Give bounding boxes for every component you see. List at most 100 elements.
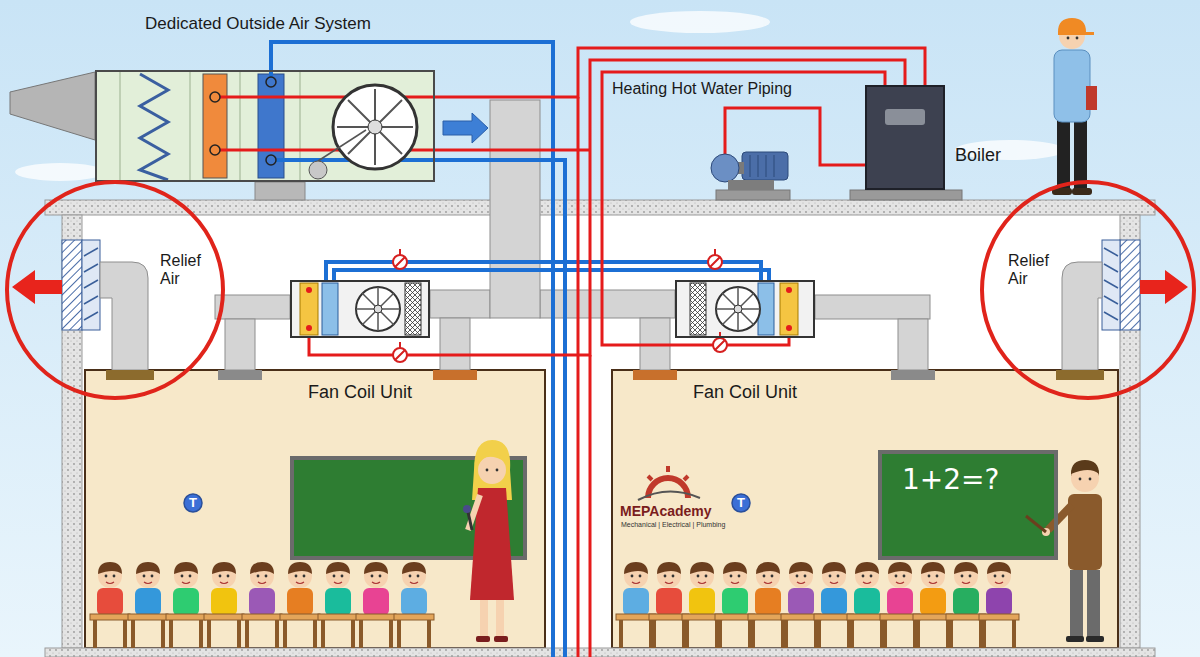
- fan-coil-body: [300, 283, 318, 335]
- pump: [711, 152, 790, 200]
- ductwork: [898, 319, 928, 370]
- student-row: [394, 562, 434, 648]
- doas-unit: Dedicated Outside Air System: [95, 70, 435, 182]
- student-row: [913, 562, 953, 648]
- worker-figure: [1086, 86, 1097, 110]
- ductwork: [215, 295, 290, 319]
- building: [612, 370, 1118, 648]
- teacher-figure: [1026, 460, 1104, 642]
- ductwork: [815, 295, 930, 319]
- student-row: [979, 562, 1019, 648]
- system-title: Dedicated Outside Air System: [145, 14, 371, 34]
- pump: [728, 180, 774, 190]
- fan-coil-body: [786, 287, 792, 293]
- logo-mark: [638, 491, 700, 500]
- boiler: Boiler: [865, 85, 945, 190]
- doas-unit-body: [255, 182, 305, 200]
- teacher-figure: [1087, 570, 1100, 638]
- fan-coil-unit: Fan Coil Unit: [290, 280, 430, 338]
- thermostat-letter: T: [182, 492, 204, 514]
- worker-figure: [1076, 37, 1079, 40]
- control-valve: [395, 249, 405, 267]
- teacher-figure: [476, 636, 490, 642]
- chalkboard-surface: [878, 450, 1058, 560]
- building: [62, 215, 82, 648]
- fan-coil-body: [306, 325, 312, 331]
- control-valve: [710, 249, 720, 267]
- hot-water-pipe: [577, 97, 580, 657]
- fan-coil-body: [306, 287, 312, 293]
- student-row: [242, 562, 282, 648]
- teacher-figure: [1066, 636, 1084, 642]
- chalk-writing: 1+2=?: [902, 464, 999, 496]
- teacher-figure: [496, 600, 504, 638]
- relief-air-callout: Relief Air: [5, 180, 225, 400]
- logo-tagline: Mechanical | Electrical | Plumbing: [621, 521, 725, 529]
- fan-wheel: [356, 287, 400, 331]
- pump: [711, 154, 739, 182]
- doas-unit-body: [140, 74, 168, 180]
- outline-shape: [980, 180, 1196, 400]
- control-valve: [393, 249, 722, 269]
- pump: [750, 155, 774, 177]
- worker-figure: [1074, 120, 1087, 190]
- coil-tap: [210, 145, 220, 155]
- student-row: [649, 562, 689, 648]
- unit-label: Fan Coil Unit: [292, 382, 428, 403]
- hot-water-pipe: [602, 72, 885, 345]
- teacher-figure: [1070, 570, 1083, 638]
- student-row: [781, 562, 821, 648]
- coil-tap: [266, 77, 276, 87]
- student-row: [880, 562, 920, 648]
- teacher-figure: [1048, 505, 1072, 530]
- outline-shape: [982, 182, 1194, 398]
- logo-mark: [638, 466, 700, 500]
- ductwork: [225, 319, 255, 370]
- control-valve: [715, 332, 725, 350]
- teacher-figure: [1079, 478, 1082, 481]
- fan-coil-body: [780, 283, 798, 335]
- ceiling-grille: [1056, 370, 1104, 380]
- control-panel: [885, 109, 925, 125]
- fan-wheel: [716, 287, 760, 331]
- doas-unit-body: [258, 74, 284, 178]
- fan-coil-body: [405, 283, 421, 335]
- student-row: [90, 562, 130, 648]
- chilled-water-pipe: [271, 42, 553, 657]
- relief-air-label: Relief Air: [160, 252, 212, 289]
- student-row: [616, 562, 656, 648]
- building: [45, 200, 1155, 657]
- pump: [716, 190, 790, 200]
- teacher-figure: [463, 440, 514, 642]
- thermostat: T: [730, 492, 752, 514]
- relief-louver: [1102, 240, 1120, 330]
- worker-figure: [1052, 18, 1097, 195]
- teacher-figure: [463, 505, 471, 513]
- relief-air-callout: Relief Air: [980, 180, 1196, 400]
- fan-wheel: [309, 161, 327, 179]
- building: [85, 370, 545, 648]
- student-row: [682, 562, 722, 648]
- fan-wheel: [309, 85, 760, 331]
- hot-water-pipe: [309, 60, 905, 355]
- teacher-figure: [478, 456, 506, 484]
- student-row: [356, 562, 396, 648]
- ductwork: [540, 290, 675, 318]
- doas-unit-body: [203, 74, 227, 178]
- relief-louver: [82, 240, 100, 330]
- logo-mark: [648, 466, 688, 480]
- student-row: [90, 562, 1019, 648]
- fan-coil-body: [290, 280, 430, 338]
- building: [1120, 215, 1140, 648]
- fan-wheel: [318, 130, 366, 161]
- student-row: [204, 562, 244, 648]
- teacher-figure: [468, 512, 472, 530]
- relief-arrow: [1140, 270, 1188, 304]
- coil-tap: [210, 92, 220, 102]
- student-row: [814, 562, 854, 648]
- airflow-arrow: [443, 113, 488, 143]
- worker-figure: [1067, 37, 1070, 40]
- thermostat-letter: T: [730, 492, 752, 514]
